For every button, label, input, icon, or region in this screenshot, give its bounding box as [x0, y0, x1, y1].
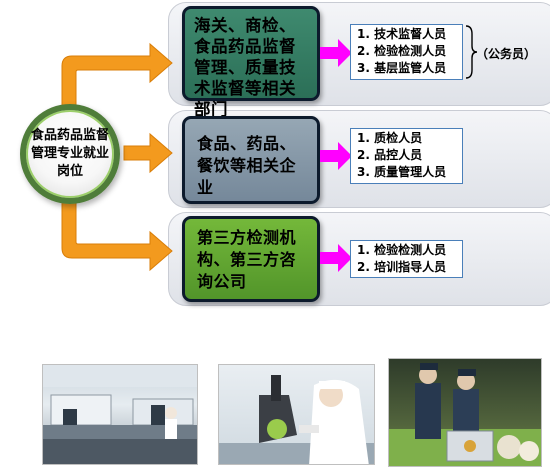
- role-item: 1. 质检人员: [357, 131, 423, 145]
- role-item: 2. 检验检测人员: [357, 44, 447, 58]
- role-item: 1. 技术监督人员: [357, 27, 447, 41]
- sector-box-3: 第三方检测机构、第三方咨询公司: [182, 216, 320, 302]
- role-list-3: 1. 检验检测人员 2. 培训指导人员: [350, 240, 463, 278]
- sector-label-2: 食品、药品、餐饮等相关企业: [197, 134, 297, 197]
- sector-label-3: 第三方检测机构、第三方咨询公司: [197, 228, 297, 291]
- sector-box-1: 海关、商检、食品药品监督管理、质量技术监督等相关部门: [182, 6, 320, 119]
- center-label: 食品药品监督管理专业就业岗位: [30, 128, 109, 179]
- role-item: 2. 培训指导人员: [357, 260, 447, 274]
- laboratory-photo: [42, 364, 198, 465]
- brace-icon: [465, 25, 478, 79]
- role-item: 1. 检验检测人员: [357, 243, 447, 257]
- branch-arrows: [61, 42, 173, 272]
- sector-label-1: 海关、商检、食品药品监督管理、质量技术监督等相关部门: [194, 16, 296, 119]
- role-item: 3. 质量管理人员: [357, 165, 447, 179]
- civil-servant-note: （公务员）: [476, 47, 537, 61]
- role-item: 2. 品控人员: [357, 148, 423, 162]
- microscope-photo: [218, 364, 375, 465]
- center-circle: 食品药品监督管理专业就业岗位: [20, 104, 120, 204]
- sector-box-2: 食品、药品、餐饮等相关企业: [182, 116, 320, 204]
- market-inspection-photo: [388, 358, 542, 467]
- role-list-2: 1. 质检人员 2. 品控人员 3. 质量管理人员: [350, 128, 463, 184]
- role-list-1: 1. 技术监督人员 2. 检验检测人员 3. 基层监管人员: [350, 24, 463, 80]
- role-item: 3. 基层监管人员: [357, 61, 447, 75]
- role-arrows: [320, 39, 352, 272]
